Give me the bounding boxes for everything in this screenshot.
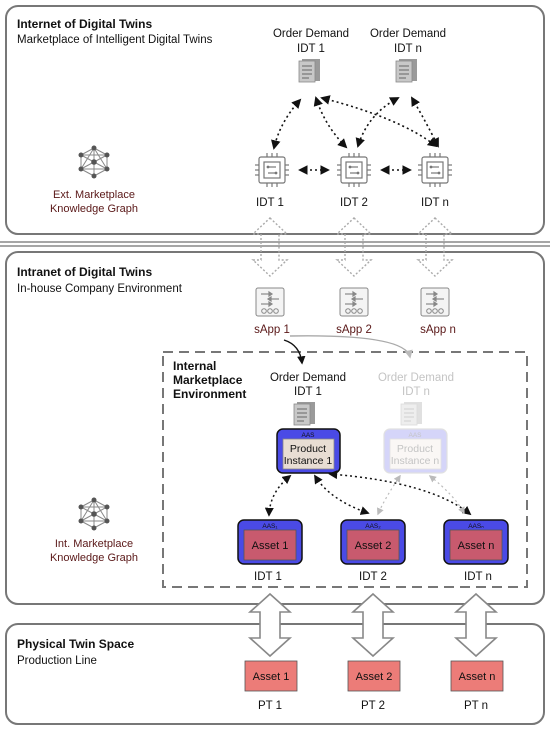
ext-knowledge-graph-icon <box>78 145 110 179</box>
internal-order-demand-1-document-icon <box>293 401 316 426</box>
top-order-demand-1-document-icon <box>298 58 321 83</box>
block-arrow-asset-n <box>453 592 499 658</box>
arrow-pin-assetn <box>428 475 465 515</box>
sapp-1-label: sApp 1 <box>254 324 290 336</box>
arrow-pi1-asset2 <box>314 474 370 515</box>
pt-1-label: PT 1 <box>258 700 282 712</box>
internet-section-frame <box>5 5 545 235</box>
top-order-demand-1-line2: IDT 1 <box>297 43 325 55</box>
block-arrow-n <box>416 217 454 277</box>
internal-marketplace-title-1: Internal <box>173 359 216 373</box>
block-arrow-asset-1 <box>247 592 293 658</box>
int-kg-label-1: Int. Marketplace <box>55 538 133 550</box>
product-instance-n: AAS Product Instance n <box>383 428 448 474</box>
top-order-demand-n-line1: Order Demand <box>370 28 446 40</box>
intranet-physical-block-arrows <box>247 592 499 658</box>
asset-2-aas-tag: AAS₂ <box>365 523 381 530</box>
physical-asset-2-label: Asset 2 <box>356 671 393 683</box>
pt-n-label: PT n <box>464 700 488 712</box>
product-instance-n-line1: Product <box>397 443 433 455</box>
idt-2-chip-icon <box>336 152 372 188</box>
top-idt-1-label: IDT 1 <box>256 197 284 209</box>
asset-n-label: Asset n <box>458 540 495 552</box>
arrow-od1-idt2 <box>313 96 348 149</box>
product-instance-1-line2: Instance 1 <box>284 455 333 467</box>
physical-asset-1-label: Asset 1 <box>253 671 290 683</box>
arrow-od1-idtn <box>320 95 438 148</box>
internal-marketplace-title-3: Environment <box>173 387 246 401</box>
ext-kg-label-1: Ext. Marketplace <box>53 189 135 201</box>
product-instance-1-line1: Product <box>290 443 326 455</box>
product-instance-n-line2: Instance n <box>391 455 440 467</box>
arrow-pi1-assetn <box>328 470 472 516</box>
sapp-1-icon <box>255 287 285 317</box>
product-instance-1-aas-tag: AAS <box>301 432 315 439</box>
top-negotiation-arrows <box>271 95 439 175</box>
top-order-demand-1-line1: Order Demand <box>273 28 349 40</box>
block-arrow-asset-2 <box>350 592 396 658</box>
product-instance-n-aas-tag: AAS <box>408 432 422 439</box>
intranet-subtitle: In-house Company Environment <box>17 283 183 295</box>
ext-kg-label-2: Knowledge Graph <box>50 203 138 215</box>
arrow-sapp1-odn <box>289 335 413 359</box>
internal-idt-2-label: IDT 2 <box>359 571 387 583</box>
internal-marketplace-frame <box>162 351 528 588</box>
internal-idt-n-label: IDT n <box>464 571 492 583</box>
asset-n-aas-tag: AASₙ <box>468 523 484 530</box>
idt-n-chip-icon <box>417 152 453 188</box>
physical-asset-n: Asset n <box>450 660 504 692</box>
product-n-asset-arrows <box>377 474 465 516</box>
asset-1-aas-tag: AAS₁ <box>262 523 278 530</box>
physical-title: Physical Twin Space <box>17 637 134 651</box>
block-arrow-2 <box>335 217 373 277</box>
top-order-demand-n-line2: IDT n <box>394 43 422 55</box>
internal-idt-1-label: IDT 1 <box>254 571 282 583</box>
internal-asset-1: AAS₁ Asset 1 <box>237 519 303 565</box>
intranet-title: Intranet of Digital Twins <box>17 265 152 279</box>
internal-asset-2: AAS₂ Asset 2 <box>340 519 406 565</box>
asset-2-label: Asset 2 <box>355 540 392 552</box>
top-idt-n-label: IDT n <box>421 197 449 209</box>
internal-order-demand-n-document-icon <box>400 401 423 426</box>
physical-asset-2: Asset 2 <box>347 660 401 692</box>
sapp-n-label: sApp n <box>420 324 456 336</box>
sapp-n-icon <box>420 287 450 317</box>
product-instance-1: AAS Product Instance 1 <box>276 428 341 474</box>
sapp-2-icon <box>339 287 369 317</box>
top-order-demand-n-document-icon <box>395 58 418 83</box>
physical-asset-n-label: Asset n <box>459 671 496 683</box>
sapp-2-label: sApp 2 <box>336 324 372 336</box>
pt-2-label: PT 2 <box>361 700 385 712</box>
arrow-od1-idt1 <box>271 98 302 150</box>
idt-1-chip-icon <box>254 152 290 188</box>
internal-order-demand-n-line2: IDT n <box>402 386 430 398</box>
internet-subtitle: Marketplace of Intelligent Digital Twins <box>17 34 213 46</box>
internal-order-demand-n-line1: Order Demand <box>378 372 454 384</box>
arrow-odn-idtn <box>411 96 439 148</box>
product-asset-arrows <box>264 470 472 517</box>
int-knowledge-graph-icon <box>78 497 110 531</box>
arrow-pin-asset2 <box>377 474 401 516</box>
arrow-sapp1-od1 <box>283 339 306 365</box>
block-arrow-1 <box>251 217 289 277</box>
arrow-odn-idt2 <box>355 97 400 148</box>
internal-asset-n: AASₙ Asset n <box>443 519 509 565</box>
top-idt-2-label: IDT 2 <box>340 197 368 209</box>
asset-1-label: Asset 1 <box>252 540 289 552</box>
physical-subtitle: Production Line <box>17 655 97 667</box>
int-kg-label-2: Knowledge Graph <box>50 552 138 564</box>
internet-title: Internet of Digital Twins <box>17 17 152 31</box>
arrow-pi1-asset1 <box>264 474 292 517</box>
physical-asset-1: Asset 1 <box>244 660 298 692</box>
internet-intranet-block-arrows <box>251 217 454 277</box>
internal-order-demand-1-line1: Order Demand <box>270 372 346 384</box>
internal-marketplace-title-2: Marketplace <box>173 373 243 387</box>
internal-order-demand-1-line2: IDT 1 <box>294 386 322 398</box>
